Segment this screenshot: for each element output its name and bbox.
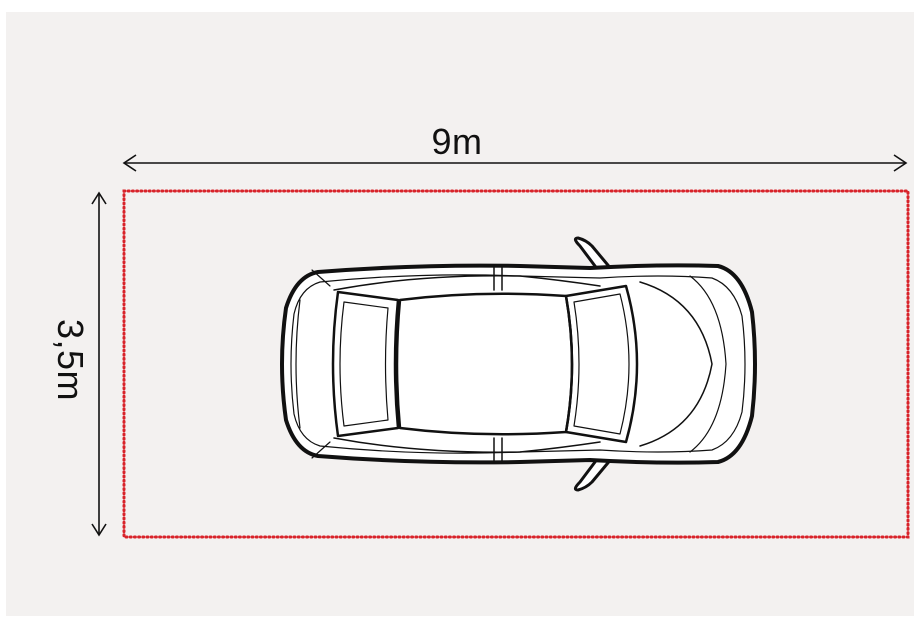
height-dimension-label: 3,5m [50, 318, 91, 402]
width-dimension-label: 9m [431, 121, 483, 162]
height-arrow [91, 191, 107, 537]
width-arrow [122, 154, 908, 172]
car-top-view-icon [280, 236, 757, 492]
parking-boundary [122, 189, 910, 539]
